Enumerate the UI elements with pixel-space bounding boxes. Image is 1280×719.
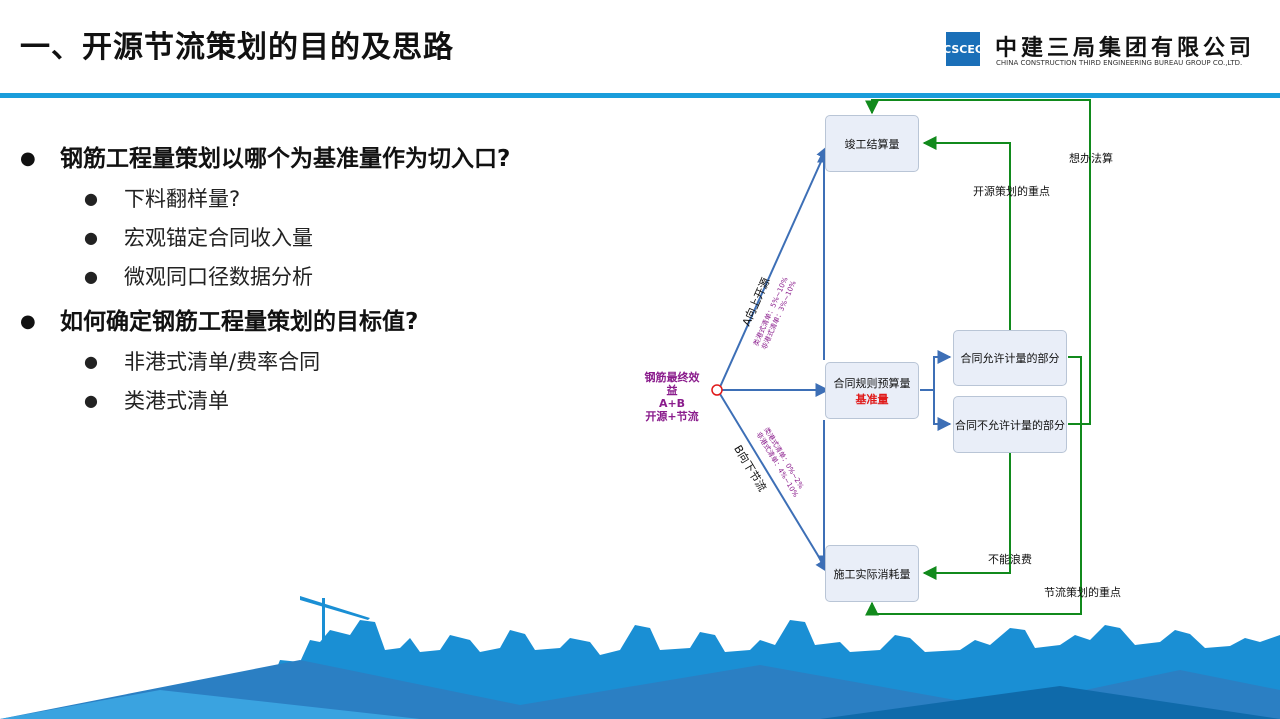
node-completion: 竣工结算量 <box>825 115 919 172</box>
node-allowed: 合同允许计量的部分 <box>953 330 1067 386</box>
origin-label: 钢筋最终效益 A+B 开源+节流 <box>640 371 704 423</box>
label-think: 想办法算 <box>1069 152 1113 165</box>
node-budget: 合同规则预算量 基准量 <box>825 362 919 419</box>
origin-line: 钢筋最终效益 <box>644 371 700 397</box>
bullet-main: 钢筋工程量策划以哪个为基准量作为切入口? <box>20 142 600 182</box>
arrow-origin-to-actual <box>719 393 829 574</box>
company-name: 中建三局集团有限公司 <box>995 36 1256 61</box>
node-sublabel: 基准量 <box>855 392 889 406</box>
bullet-main: 如何确定钢筋工程量策划的目标值? <box>20 305 600 345</box>
bullet-sub: 非港式清单/费率合同 <box>20 345 600 384</box>
origin-line: 开源+节流 <box>645 410 699 423</box>
node-label: 合同不允许计量的部分 <box>955 418 1065 432</box>
node-actual: 施工实际消耗量 <box>825 545 919 602</box>
node-not-allowed: 合同不允许计量的部分 <box>953 396 1067 453</box>
arrow-origin-to-completion <box>719 144 830 388</box>
arrow-budget-to-not-allowed <box>933 390 952 431</box>
bullet-sub: 微观同口径数据分析 <box>20 260 600 299</box>
label-open-focus: 开源策划的重点 <box>973 185 1050 198</box>
arrow-budget-to-allowed <box>920 350 952 391</box>
bullet-sub: 类港式清单 <box>20 384 600 423</box>
origin-node <box>711 384 723 396</box>
page-title: 一、开源节流策划的目的及思路 <box>20 30 454 65</box>
city-skyline-decoration <box>0 596 1280 719</box>
node-label: 施工实际消耗量 <box>833 567 911 581</box>
bullet-sub: 下料翻样量? <box>20 182 600 221</box>
label-save-focus: 节流策划的重点 <box>1044 586 1121 599</box>
node-label: 竣工结算量 <box>844 137 900 151</box>
arrow-allowed-to-completion <box>922 136 1011 330</box>
node-label: 合同允许计量的部分 <box>960 352 1060 365</box>
bullet-sub: 宏观锚定合同收入量 <box>20 221 600 260</box>
arrow-save-loop <box>865 356 1082 616</box>
company-logo-icon: CSCEC <box>943 32 983 66</box>
label-no-waste: 不能浪费 <box>988 553 1032 566</box>
header-divider <box>0 93 1280 98</box>
bullet-list: 钢筋工程量策划以哪个为基准量作为切入口? 下料翻样量? 宏观锚定合同收入量 微观… <box>20 142 600 423</box>
company-name-en: CHINA CONSTRUCTION THIRD ENGINEERING BUR… <box>996 59 1243 67</box>
node-label: 合同规则预算量 <box>833 376 911 390</box>
arrow-not-allowed-to-actual <box>922 453 1011 580</box>
origin-line: A+B <box>658 397 686 410</box>
arrow-think-loop <box>865 99 1091 425</box>
